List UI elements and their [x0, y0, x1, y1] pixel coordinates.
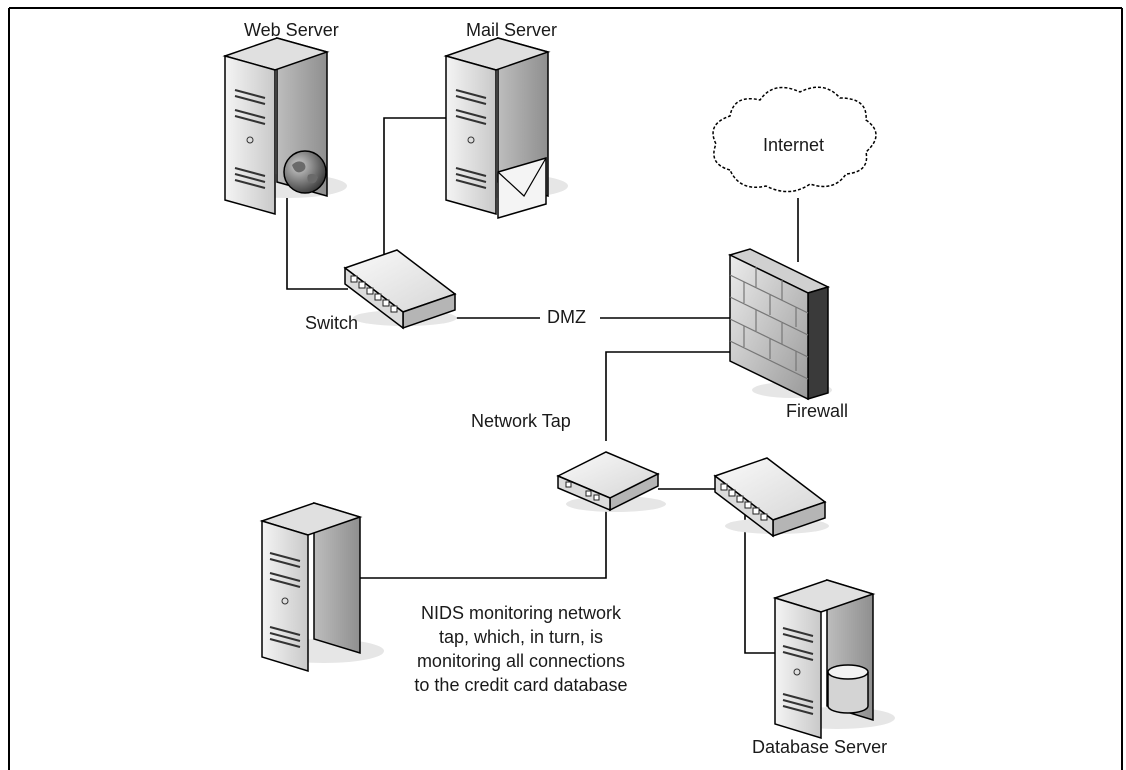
caption-line: to the credit card database — [414, 675, 628, 695]
link-web-to-switch — [286, 195, 348, 290]
link-tap-to-nids — [358, 505, 607, 579]
mail-server-label: Mail Server — [466, 20, 558, 40]
globe-icon — [283, 150, 327, 194]
database-server-label: Database Server — [752, 737, 888, 757]
nids-caption: NIDS monitoring network tap, which, in t… — [381, 601, 661, 697]
database-cylinder-icon — [827, 664, 869, 714]
link-firewall-to-tap — [605, 351, 730, 441]
network-tap-icon — [556, 451, 666, 512]
firewall-icon — [727, 248, 832, 401]
web-server-icon — [222, 37, 347, 215]
internet-label: Internet — [763, 135, 825, 155]
database-server-icon — [772, 578, 895, 740]
network-tap-label: Network Tap — [471, 411, 571, 431]
cloud-icon — [712, 86, 877, 193]
caption-line: NIDS monitoring network — [420, 603, 622, 623]
mail-server-icon — [443, 37, 568, 215]
switch-icon — [343, 249, 457, 330]
caption-line: monitoring all connections — [416, 651, 626, 671]
dmz-label: DMZ — [545, 307, 588, 328]
internal-switch-icon — [713, 457, 829, 538]
link-mail-to-switch — [383, 117, 446, 320]
firewall-label: Firewall — [786, 401, 849, 421]
envelope-icon — [497, 157, 547, 219]
link-switch-to-db — [744, 508, 775, 654]
web-server-label: Web Server — [244, 20, 339, 40]
diagram-border — [8, 7, 1123, 770]
caption-line: tap, which, in turn, is — [438, 627, 604, 647]
nids-server-icon — [259, 501, 384, 673]
switch-label: Switch — [305, 313, 359, 333]
